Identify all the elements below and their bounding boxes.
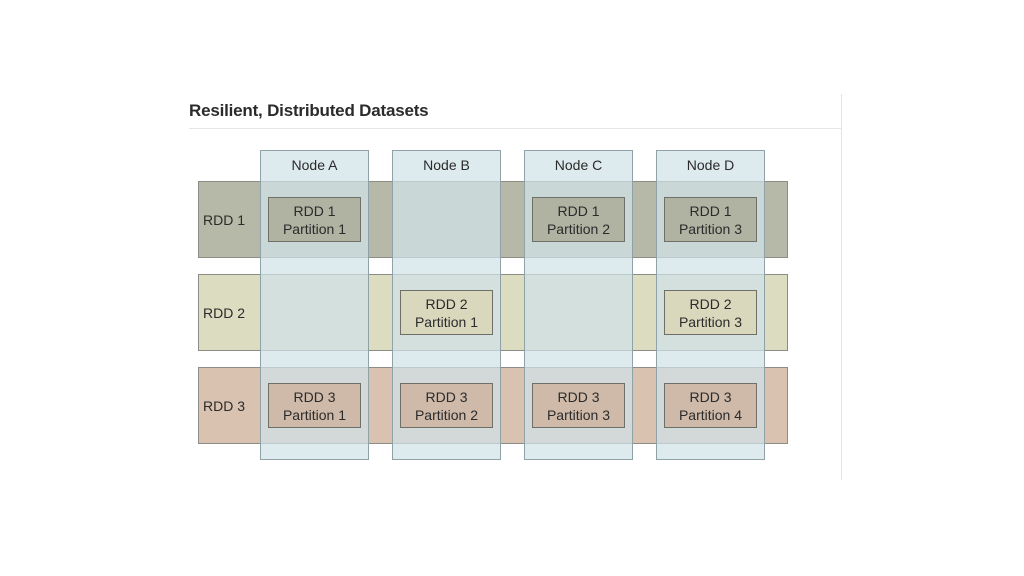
rdd-1-partition-1-box: RDD 1 Partition 1: [268, 197, 361, 242]
rdd-1-partition-3-box: RDD 1 Partition 3: [664, 197, 757, 242]
partition-number: Partition 4: [678, 406, 743, 423]
rdd-3-partition-3-box: RDD 3 Partition 3: [532, 383, 625, 428]
partition-number: Partition 3: [678, 313, 743, 330]
partition-rdd-name: RDD 1: [689, 202, 732, 219]
rdd-3-partition-4-box: RDD 3 Partition 4: [664, 383, 757, 428]
partition-number: Partition 3: [678, 220, 743, 237]
page-title: Resilient, Distributed Datasets: [189, 101, 429, 120]
rdd-2-label: RDD 2: [203, 305, 246, 321]
partition-number: Partition 2: [414, 406, 479, 423]
partition-number: Partition 1: [414, 313, 479, 330]
rdd-2-partition-1-box: RDD 2 Partition 1: [400, 290, 493, 335]
partition-rdd-name: RDD 3: [689, 388, 732, 405]
slide-edge-divider: [841, 94, 842, 480]
title-divider: [189, 128, 841, 129]
partition-rdd-name: RDD 2: [425, 295, 468, 312]
rdd-2-partition-3-box: RDD 2 Partition 3: [664, 290, 757, 335]
partition-rdd-name: RDD 3: [557, 388, 600, 405]
node-a-header: Node A: [291, 157, 338, 173]
partition-rdd-name: RDD 3: [425, 388, 468, 405]
rdd-3-label: RDD 3: [203, 398, 246, 414]
rdd-1-partition-2-box: RDD 1 Partition 2: [532, 197, 625, 242]
partition-number: Partition 1: [282, 220, 347, 237]
partition-rdd-name: RDD 1: [293, 202, 336, 219]
partition-number: Partition 3: [546, 406, 611, 423]
node-c-header: Node C: [554, 157, 603, 173]
partition-rdd-name: RDD 1: [557, 202, 600, 219]
rdd-1-label: RDD 1: [203, 212, 246, 228]
partition-number: Partition 2: [546, 220, 611, 237]
partition-rdd-name: RDD 2: [689, 295, 732, 312]
partition-number: Partition 1: [282, 406, 347, 423]
rdd-3-partition-2-box: RDD 3 Partition 2: [400, 383, 493, 428]
rdd-3-partition-1-box: RDD 3 Partition 1: [268, 383, 361, 428]
node-b-header: Node B: [423, 157, 470, 173]
node-d-header: Node D: [686, 157, 735, 173]
partition-rdd-name: RDD 3: [293, 388, 336, 405]
